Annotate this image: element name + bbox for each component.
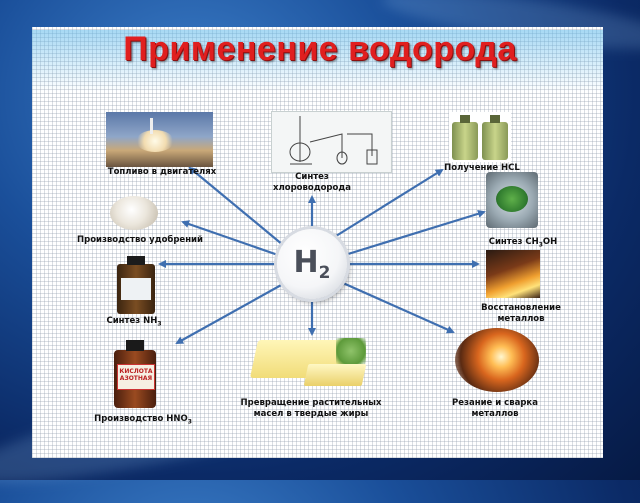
reactor-vessel-image xyxy=(486,172,538,228)
arrows-layer xyxy=(158,166,486,344)
ammonia-bottle-image xyxy=(115,254,157,314)
molten-metal-image xyxy=(486,250,540,298)
arrow-nitric-acid xyxy=(175,283,284,344)
nitric-acid-bottle-image: КИСЛОТА АЗОТНАЯ xyxy=(112,338,158,408)
label-nitric-acid: Производство HNO3 xyxy=(94,414,192,426)
arrow-hcl-production xyxy=(335,168,444,237)
lab-apparatus-image xyxy=(271,111,392,173)
label-fuel: Топливо в двигателях xyxy=(107,167,217,177)
label-fertilizers: Производство удобрений xyxy=(77,235,203,245)
label-hcl-synthesis: Синтез хлороводорода xyxy=(273,172,351,193)
hydrogen-formula: H2 xyxy=(293,245,331,283)
title-band xyxy=(32,30,603,92)
hydrogen-hub: H2 xyxy=(277,229,347,299)
label-fats: Превращение растительных масел в твердые… xyxy=(240,398,382,419)
label-metal-reduction: Восстановление металлов xyxy=(481,303,561,324)
label-hcl-production: Получение HCL xyxy=(444,163,520,173)
arrow-fertilizers xyxy=(181,220,279,257)
rocket-launch-image xyxy=(106,112,213,167)
apparatus-icon xyxy=(289,116,378,165)
arrow-methanol xyxy=(347,209,486,256)
arrow-cutting xyxy=(342,281,455,334)
welding-sparks-image xyxy=(455,328,539,392)
arrow-fuel xyxy=(188,166,284,246)
label-methanol: Синтез CH3OH xyxy=(488,237,558,249)
label-cutting: Резание и сварка металлов xyxy=(452,398,538,419)
slide-title: Применение водорода xyxy=(123,30,517,68)
fertilizer-pile-image xyxy=(108,188,160,233)
label-ammonia: Синтез NH3 xyxy=(106,316,162,328)
hcl-bottles-image xyxy=(449,112,511,162)
bottle-label-text: КИСЛОТА АЗОТНАЯ xyxy=(119,368,153,382)
butter-image xyxy=(248,334,372,392)
